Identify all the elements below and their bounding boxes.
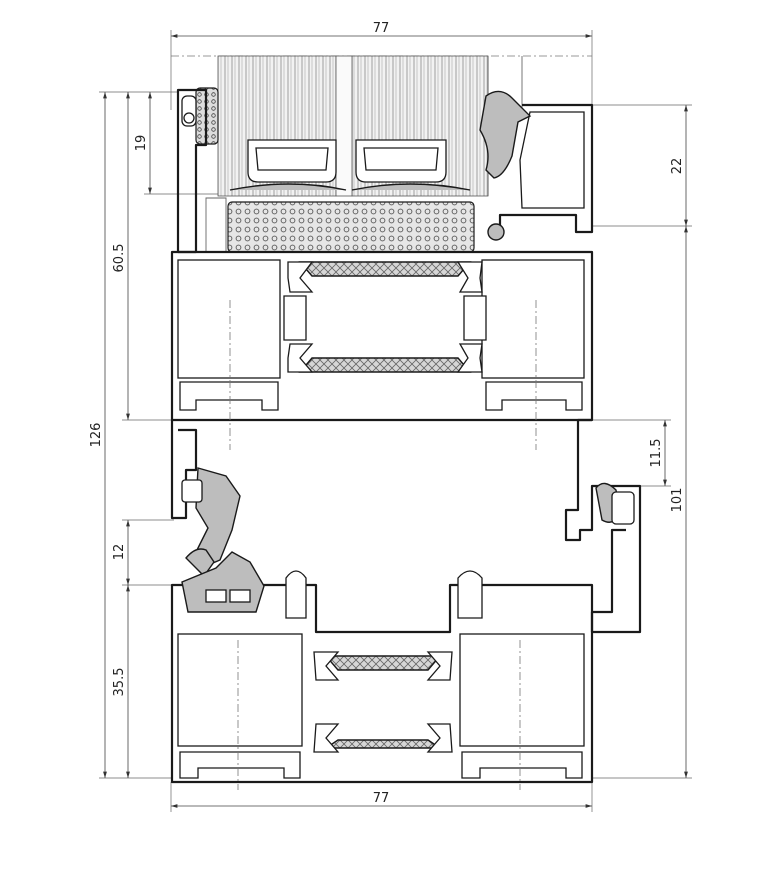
dimension-labels: 77 77 126 60.5 19 12 35.5 22 101 11.5 [89, 21, 685, 806]
dim-glazing-depth: 19 [134, 135, 149, 152]
lower-frame-profile [170, 551, 594, 790]
dim-right-step: 11.5 [649, 439, 664, 468]
dim-right-height: 101 [670, 488, 685, 513]
insulation-foam-block [227, 201, 475, 253]
dim-bottom-width: 77 [373, 791, 390, 806]
thermal-break-lower-top [324, 655, 442, 671]
dim-overall-height: 126 [89, 423, 104, 448]
thermal-break-upper-top [298, 261, 472, 277]
thermal-break-lower-bottom [323, 739, 443, 749]
glazing-unit [171, 55, 592, 253]
dim-right-top-offset: 22 [670, 158, 685, 175]
glazing-gasket-top-right [479, 90, 532, 179]
dim-overlap: 12 [112, 544, 127, 561]
dimension-lines [99, 30, 692, 812]
thermal-break-upper-bottom [298, 357, 472, 373]
dim-upper-height: 60.5 [112, 244, 127, 273]
dim-top-width: 77 [373, 21, 390, 36]
dim-lower-height: 35.5 [112, 668, 127, 697]
